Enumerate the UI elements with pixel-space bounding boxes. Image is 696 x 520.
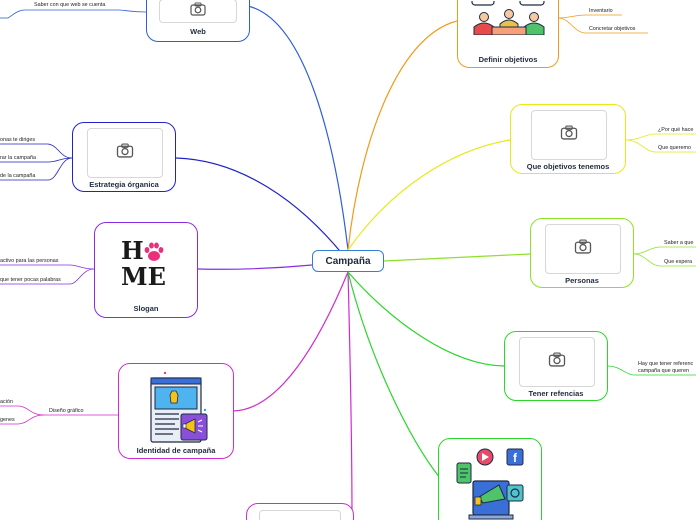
node-title: Que objetivos tenemos xyxy=(526,162,610,171)
child-label: de la campaña xyxy=(0,173,36,179)
child-label: ¿Por qué hace xyxy=(658,127,694,133)
node-title: Identidad de campaña xyxy=(136,446,216,455)
child-label: rar la campaña xyxy=(0,155,36,161)
node-title: Web xyxy=(190,27,206,36)
branch-personas xyxy=(383,253,531,262)
image-placeholder xyxy=(159,0,237,23)
branch-bottom-magenta xyxy=(347,271,353,520)
child-label: Diseño gráfico xyxy=(49,408,84,414)
marketing-screen-icon xyxy=(145,370,211,449)
image-placeholder xyxy=(545,224,621,274)
branch-web xyxy=(247,5,349,251)
node-bottom-partial[interactable] xyxy=(246,503,354,520)
node-title: Definir objetivos xyxy=(478,55,538,64)
node-personas[interactable]: Personas xyxy=(530,218,634,288)
camera-icon xyxy=(574,239,592,259)
digital-marketing-icon: f xyxy=(453,445,529,520)
node-title: Personas xyxy=(565,276,599,285)
home-logo: H ME xyxy=(121,236,166,291)
child-label: campaña que queren xyxy=(638,368,689,374)
branch-que-objetivos xyxy=(347,139,511,251)
child-label: Saber a que xyxy=(664,240,694,246)
branch-slogan xyxy=(197,264,313,270)
branch-identidad xyxy=(232,271,349,412)
node-title: Estrategia órganica xyxy=(89,180,159,189)
node-web[interactable]: Web xyxy=(146,0,250,42)
branch-estrategia xyxy=(175,157,349,262)
central-topic[interactable]: Campaña xyxy=(312,250,384,272)
camera-icon xyxy=(116,143,134,163)
child-label: genes xyxy=(0,417,15,423)
child-label: ación xyxy=(0,399,13,405)
image-placeholder xyxy=(87,128,163,178)
meeting-icon xyxy=(470,0,548,40)
camera-icon xyxy=(190,2,206,21)
branch-media xyxy=(347,271,441,479)
child-label: Inventario xyxy=(589,8,613,14)
node-definir-objetivos[interactable]: Definir objetivos xyxy=(457,0,559,68)
svg-text:f: f xyxy=(513,451,518,465)
child-label: Saber con que web se cuenta xyxy=(34,2,106,8)
child-label: Concretar objetivos xyxy=(589,26,636,32)
node-media-marketing[interactable]: f xyxy=(438,438,542,520)
child-label: que tener pocas palabras xyxy=(0,277,61,283)
node-tener-refencias[interactable]: Tener refencias xyxy=(504,331,608,401)
child-label: activo para las personas xyxy=(0,258,59,264)
node-estrategia-organica[interactable]: Estrategia órganica xyxy=(72,122,176,192)
node-identidad-campana[interactable]: Identidad de campaña xyxy=(118,363,234,459)
image-placeholder xyxy=(259,510,341,520)
node-title: Tener refencias xyxy=(528,389,584,398)
camera-icon xyxy=(548,352,566,372)
child-label: Que espera xyxy=(664,259,693,265)
node-que-objetivos[interactable]: Que objetivos tenemos xyxy=(510,104,626,174)
camera-icon xyxy=(560,125,578,145)
image-placeholder xyxy=(531,110,607,160)
paw-icon xyxy=(143,241,165,268)
image-placeholder xyxy=(519,337,595,387)
branch-referencias xyxy=(347,271,505,367)
child-label: onas te diriges xyxy=(0,137,36,143)
child-label: Que queremo xyxy=(658,145,691,151)
node-title: Slogan xyxy=(133,304,159,313)
branch-definir xyxy=(347,19,463,251)
node-slogan[interactable]: H ME Slogan xyxy=(94,222,198,318)
child-label: Hay que tener referenc xyxy=(638,361,694,367)
